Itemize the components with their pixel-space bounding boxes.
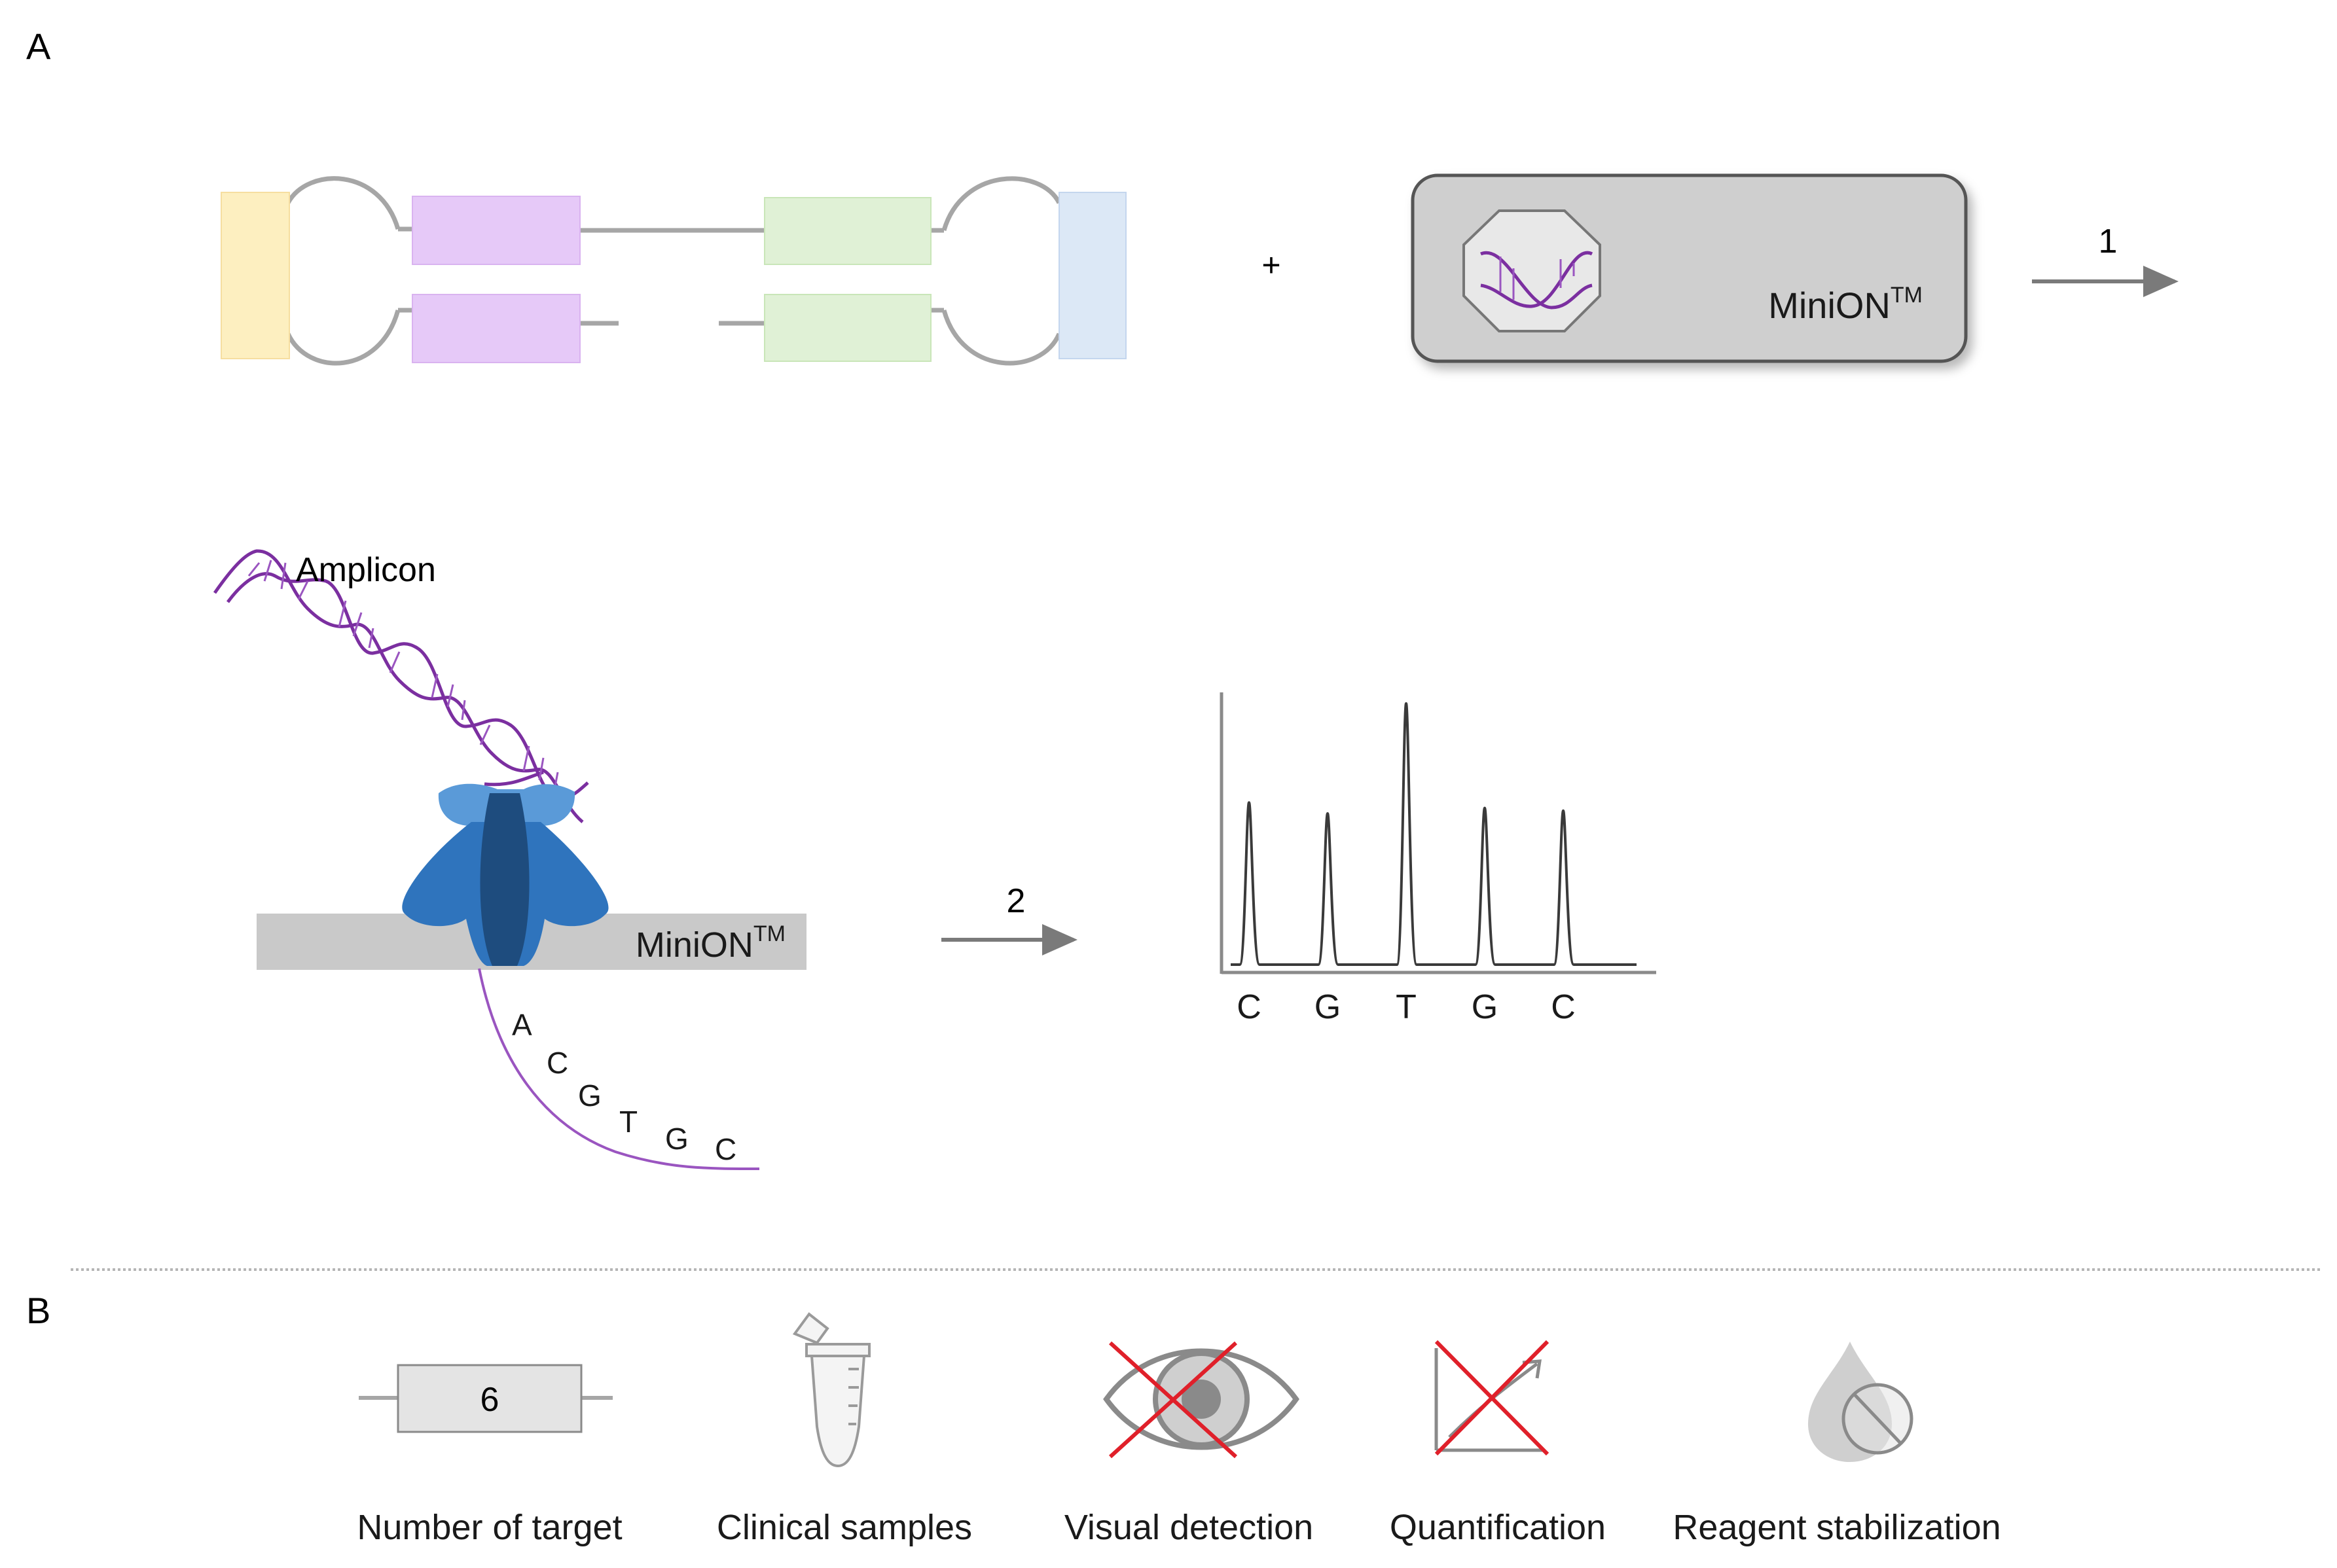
target-count-value: 6 [480,1381,499,1419]
green-primer-bottom [764,294,932,362]
chromatogram-base-label: C [1551,988,1576,1026]
primer-construct [285,176,1062,366]
sample-tube-icon [792,1312,871,1468]
chromatogram-base-label: G [1472,988,1498,1026]
feature-label-reagent-stabilization: Reagent stabilization [1673,1508,2001,1547]
strand-base: G [578,1078,602,1113]
minion-device: MiniONTM [1411,173,1968,363]
strand-base: A [512,1008,532,1042]
quantification-cross [1434,1340,1549,1456]
chromatogram-base-label: T [1396,988,1417,1026]
chromatogram-trace [1231,702,1637,966]
feature-label-visual-detection: Visual detection [1064,1508,1313,1547]
panel-b-label: B [26,1290,50,1331]
device-trademark: TM [1891,283,1923,308]
reagent-drop-icon [1808,1342,1913,1462]
strand-base: C [715,1132,736,1166]
feature-label-clinical-samples: Clinical samples [717,1508,972,1547]
strand-base: G [665,1122,689,1156]
chromatogram-base-label: G [1314,988,1341,1026]
feature-label-number-of-target: Number of target [357,1508,622,1547]
purple-primer-bottom [412,294,581,363]
nanopore-protein [402,783,609,966]
amplicon-helix [213,549,589,823]
feature-labels: Number of target Clinical samples Visual… [357,1508,2001,1547]
translocated-strand [478,968,760,1170]
plus-sign: + [1261,247,1280,283]
strand-base: T [619,1105,638,1139]
strand-bases: A C G T G C [512,1008,736,1166]
yellow-primer-block [221,192,290,359]
panel-a-label: A [26,26,51,67]
visual-detection-cross [1108,1341,1238,1459]
dna-chip-icon [1462,209,1601,332]
device-brand-text: MiniON [1768,285,1891,326]
green-primer-top [764,197,932,265]
eye-icon [1103,1348,1299,1450]
blue-primer-block [1059,192,1127,359]
membrane-trademark: TM [753,921,786,946]
step-1-number: 1 [2099,223,2118,260]
svg-text:MiniONTM: MiniONTM [1768,283,1923,326]
amplicon-label: Amplicon [296,551,436,589]
membrane-brand-text: MiniON [636,925,753,965]
svg-text:MiniONTM: MiniONTM [636,921,786,965]
strand-base: C [547,1046,568,1080]
purple-primer-top [412,196,581,265]
step-2-number: 2 [1007,882,1026,920]
chromatogram-base-label: C [1237,988,1261,1026]
feature-label-quantification: Quantification [1390,1508,1606,1547]
target-count-icon: 6 [359,1364,613,1433]
